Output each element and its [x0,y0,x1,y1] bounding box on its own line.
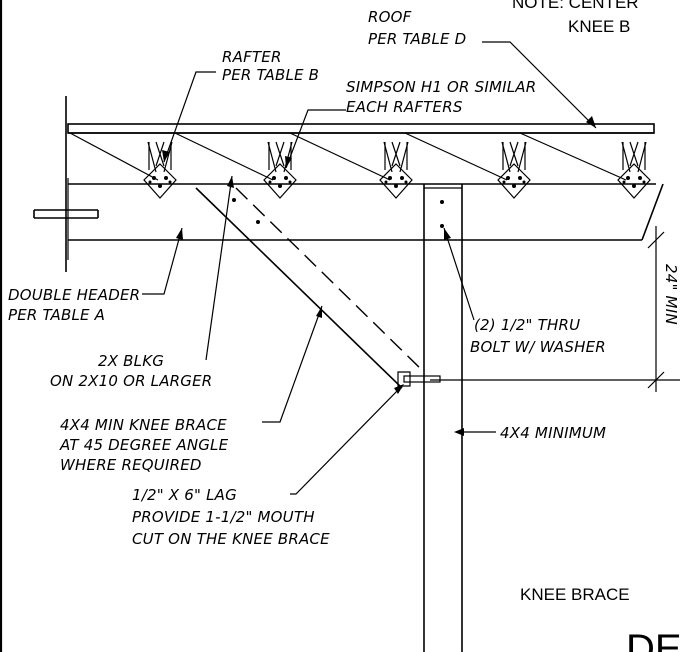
dimension-label: 24" MIN [662,264,680,325]
roof-label-2: PER TABLE D [368,30,466,48]
blkg-label-2: ON 2X10 OR LARGER [50,372,212,390]
note-line-1: NOTE: CENTER [512,0,639,12]
rafter-diagonals [69,132,627,181]
roof-sheathing [67,123,655,134]
brace-label-2: AT 45 DEGREE ANGLE [59,436,229,454]
blkg-label-1: 2X BLKG [98,352,164,370]
brace-label-3: WHERE REQUIRED [60,456,202,474]
leader-lines [142,41,597,495]
lag-label-2: PROVIDE 1-1/2" MOUTH [132,508,315,526]
lag-label-1: 1/2" X 6" LAG [132,486,237,504]
ledger-stub [33,209,99,219]
knee-brace [195,187,441,389]
bolt-label-2: BOLT W/ WASHER [470,338,606,356]
header-label-2: PER TABLE A [8,306,105,324]
note-line-2: KNEE B [568,17,630,36]
rafter-label-2: PER TABLE B [222,66,319,84]
roof-label-1: ROOF [368,8,412,26]
header-label-1: DOUBLE HEADER [8,286,140,304]
simpson-connectors [143,141,651,199]
simpson-label-2: EACH RAFTERS [346,98,463,116]
double-header [65,96,664,272]
simpson-label-1: SIMPSON H1 OR SIMILAR [346,78,536,96]
detail-title: KNEE BRACE [520,585,630,604]
rafter-label-1: RAFTER [222,48,282,66]
detail-big-letters: DE [626,627,680,652]
post-label: 4X4 MINIMUM [500,424,606,442]
lag-label-3: CUT ON THE KNEE BRACE [132,530,330,548]
brace-label-1: 4X4 MIN KNEE BRACE [60,416,227,434]
bolt-label-1: (2) 1/2" THRU [474,316,580,334]
post-4x4 [423,184,463,652]
dimension-24-min [430,226,680,392]
